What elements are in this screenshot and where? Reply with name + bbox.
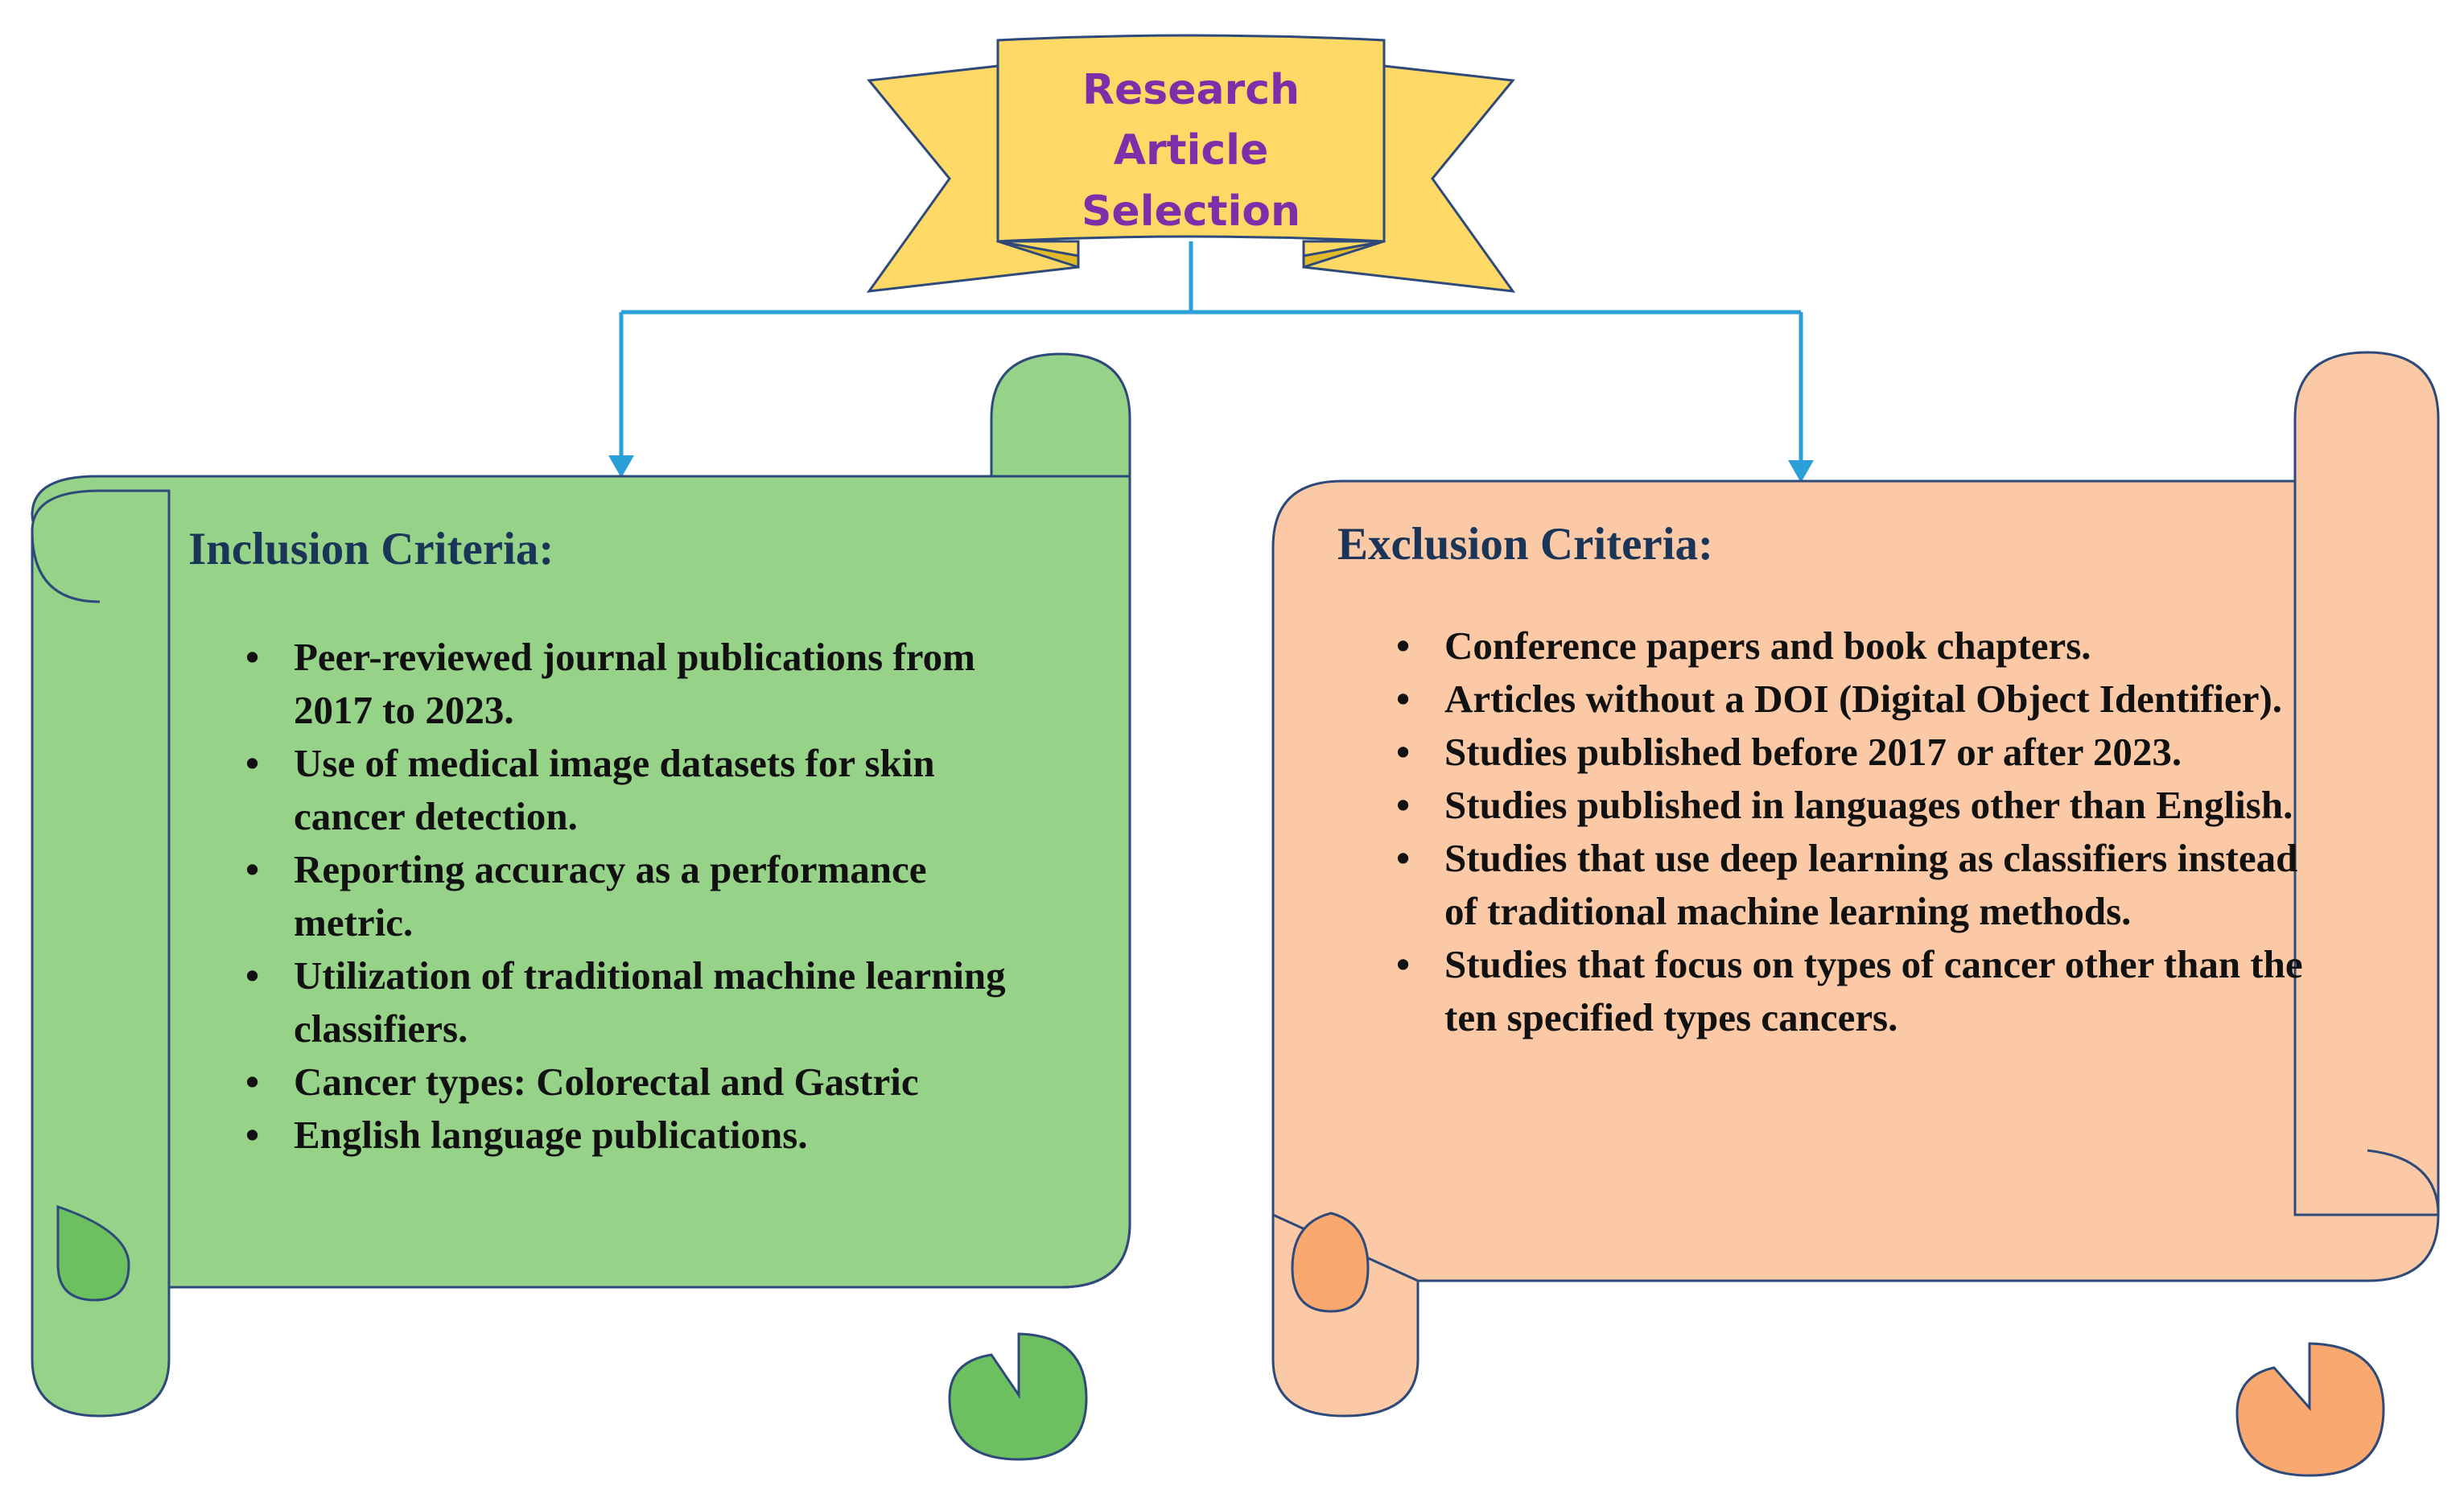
banner-title-line2: Selection bbox=[1081, 187, 1301, 236]
exclusion-outer-curl bbox=[2235, 1342, 2385, 1477]
list-item: Utilization of traditional machine learn… bbox=[245, 949, 1034, 1056]
list-item: English language publications. bbox=[245, 1109, 1034, 1162]
inclusion-list: Peer-reviewed journal publications from … bbox=[245, 631, 1034, 1162]
exclusion-roll-curve bbox=[2367, 1149, 2440, 1216]
inclusion-heading: Inclusion Criteria: bbox=[188, 524, 554, 574]
inclusion-roll-curve bbox=[31, 530, 101, 603]
list-item: Conference papers and book chapters. bbox=[1396, 619, 2305, 673]
list-item: Articles without a DOI (Digital Object I… bbox=[1396, 673, 2305, 726]
banner-right-fold bbox=[1302, 240, 1385, 270]
banner-title: Research Article Selection bbox=[998, 66, 1384, 236]
banner-left-fold bbox=[997, 240, 1080, 270]
list-item: Studies that focus on types of cancer ot… bbox=[1396, 938, 2305, 1044]
inclusion-inner-curl bbox=[56, 1204, 130, 1302]
list-item: Studies published before 2017 or after 2… bbox=[1396, 726, 2305, 779]
list-item: Use of medical image datasets for skin c… bbox=[245, 737, 1034, 843]
banner-title-line1: Research Article bbox=[1082, 65, 1300, 175]
exclusion-right-roll bbox=[2293, 351, 2440, 1216]
banner-center bbox=[996, 34, 1386, 243]
arrow-to-exclusion bbox=[1788, 460, 1814, 483]
list-item: Cancer types: Colorectal and Gastric bbox=[245, 1056, 1034, 1109]
exclusion-list: Conference papers and book chapters. Art… bbox=[1396, 619, 2305, 1044]
inclusion-outer-curl bbox=[948, 1332, 1088, 1461]
banner-ribbon bbox=[866, 34, 1516, 293]
list-item: Reporting accuracy as a performance metr… bbox=[245, 843, 1034, 949]
list-item: Studies that use deep learning as classi… bbox=[1396, 832, 2305, 938]
connector-lines bbox=[619, 241, 1803, 465]
arrow-to-inclusion bbox=[608, 455, 634, 478]
list-item: Studies published in languages other tha… bbox=[1396, 779, 2305, 832]
exclusion-inner-curl bbox=[1291, 1212, 1370, 1313]
list-item: Peer-reviewed journal publications from … bbox=[245, 631, 1034, 737]
inclusion-left-roll bbox=[31, 489, 171, 1418]
exclusion-heading: Exclusion Criteria: bbox=[1337, 519, 1714, 570]
